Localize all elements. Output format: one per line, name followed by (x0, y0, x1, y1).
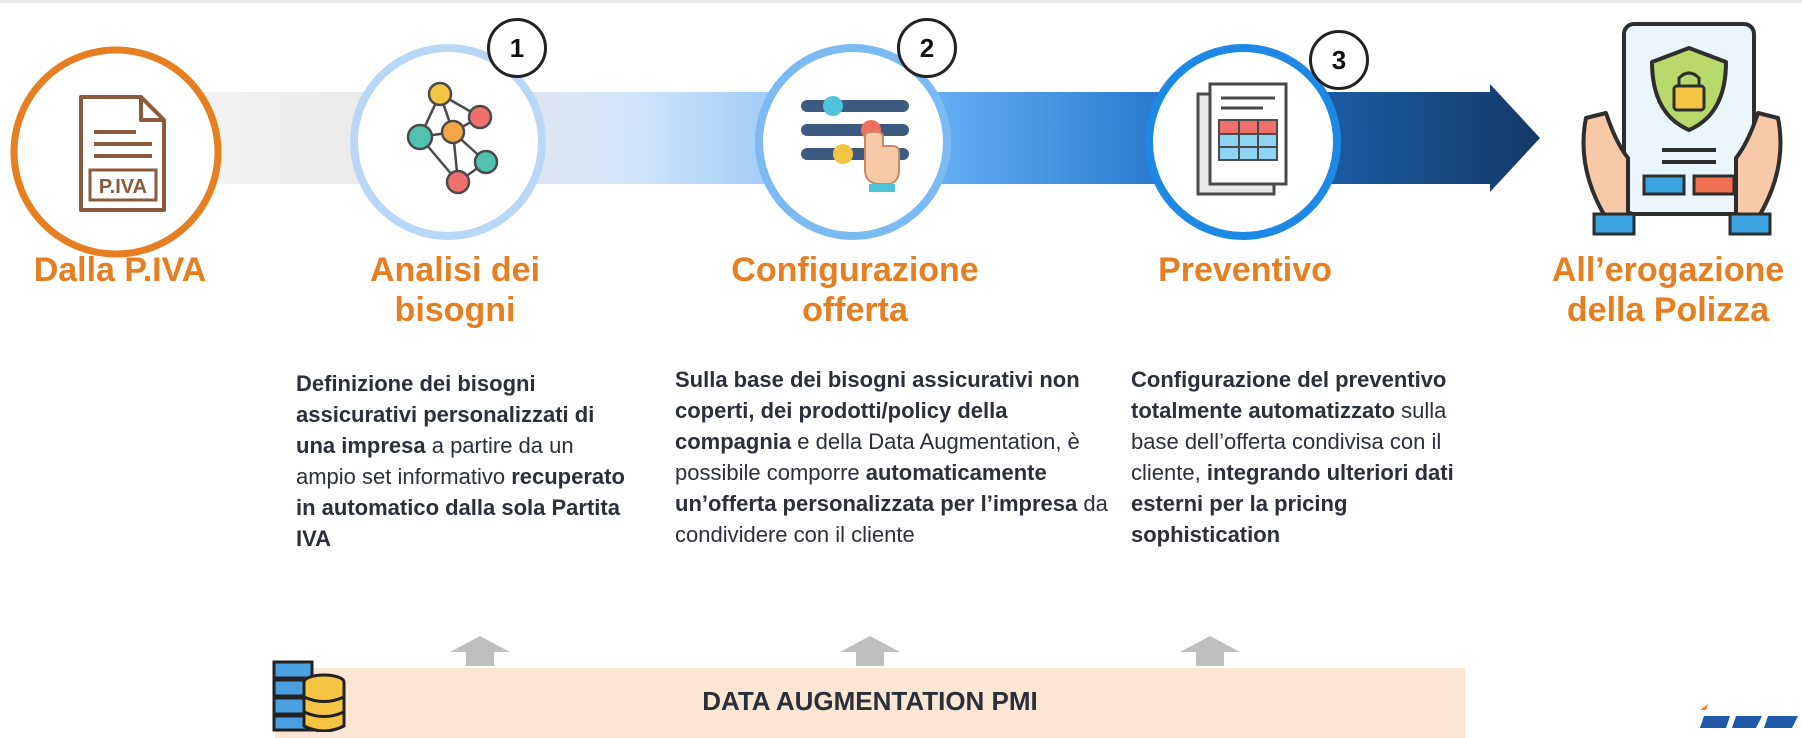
stage-desc-analisi: Definizione dei bisogni assicurativi per… (296, 371, 625, 551)
stage-title-piva: Dalla P.IVA (33, 251, 207, 289)
insurance-policy-shield-icon (1581, 22, 1783, 236)
stage-polizza (1566, 18, 1798, 238)
data-augmentation-band (275, 668, 1465, 738)
brand-logo-partial (1700, 704, 1798, 728)
sliders-hand-icon (801, 96, 909, 192)
stage-desc-preventivo: Configurazione del preventivo totalmente… (1131, 367, 1454, 547)
top-divider (0, 0, 1802, 3)
step-number-3: 3 (1309, 30, 1369, 90)
stage-title-preventivo: Preventivo (1158, 251, 1332, 289)
stage-preventivo (1143, 42, 1343, 242)
stage-configurazione (753, 42, 953, 242)
stage-title-analisi: Analisi dei bisogni (369, 251, 541, 329)
stage-title-polizza: All’erogazione della Polizza (1551, 251, 1785, 329)
network-nodes-icon (406, 81, 499, 195)
piva-document-icon: P.IVA (79, 95, 166, 212)
quote-document-icon (1196, 82, 1288, 196)
up-arrow-1 (450, 636, 510, 666)
piva-icon-label: P.IVA (99, 176, 147, 198)
step-number-1: 1 (487, 18, 547, 78)
stage-analisi (348, 42, 548, 242)
database-servers-icon (272, 660, 346, 732)
stage-piva: P.IVA (6, 42, 226, 262)
stage-desc-configurazione: Sulla base dei bisogni assicurativi non … (675, 367, 1108, 547)
up-arrow-3 (1180, 636, 1240, 666)
step-number-2: 2 (897, 18, 957, 78)
band-title: DATA AUGMENTATION PMI (702, 686, 1038, 716)
stage-title-configurazione: Configurazione offerta (731, 251, 979, 329)
up-arrow-2 (840, 636, 900, 666)
